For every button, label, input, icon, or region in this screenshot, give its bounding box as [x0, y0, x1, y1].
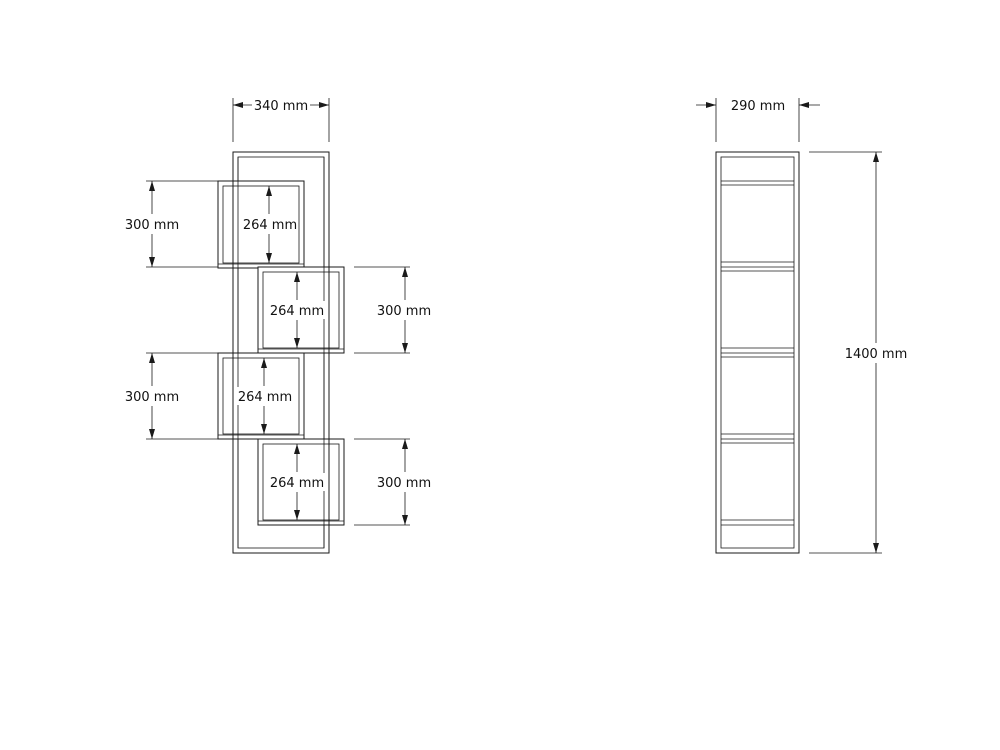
- side-view: 290 mm 1400 mm: [696, 98, 908, 554]
- side-depth-dimension: 290 mm: [696, 98, 820, 142]
- shelf-1-outer-label: 300 mm: [125, 218, 179, 233]
- shelf-4-inner-label: 264 mm: [270, 476, 324, 491]
- shelf-4-inner-dimension: 264 mm: [269, 444, 325, 520]
- side-frame: [715, 151, 800, 554]
- front-width-label: 340 mm: [254, 99, 308, 114]
- shelf-1-inner-dimension: 264 mm: [242, 186, 298, 263]
- shelf-2-outer-label: 300 mm: [377, 304, 431, 319]
- shelf-1-outer-dimension: 300 mm: [125, 180, 218, 268]
- shelf-3-outer-label: 300 mm: [125, 390, 179, 405]
- shelf-2-outer-dimension: 300 mm: [354, 266, 431, 354]
- side-height-label: 1400 mm: [845, 347, 908, 362]
- shelf-4-outer-dimension: 300 mm: [354, 438, 431, 526]
- shelf-3-outer-dimension: 300 mm: [125, 352, 218, 440]
- shelf-4-outer-label: 300 mm: [377, 476, 431, 491]
- front-width-dimension: 340 mm: [232, 98, 330, 142]
- side-shelves: [721, 180, 794, 526]
- side-height-dimension: 1400 mm: [809, 151, 908, 554]
- shelf-2-inner-label: 264 mm: [270, 304, 324, 319]
- shelf-1-inner-label: 264 mm: [243, 218, 297, 233]
- shelf-3-inner-label: 264 mm: [238, 390, 292, 405]
- side-depth-label: 290 mm: [731, 99, 785, 114]
- front-view: 340 mm 300 mm 264 mm: [125, 98, 431, 554]
- shelf-2-inner-dimension: 264 mm: [269, 272, 325, 348]
- shelf-3-inner-dimension: 264 mm: [237, 358, 293, 434]
